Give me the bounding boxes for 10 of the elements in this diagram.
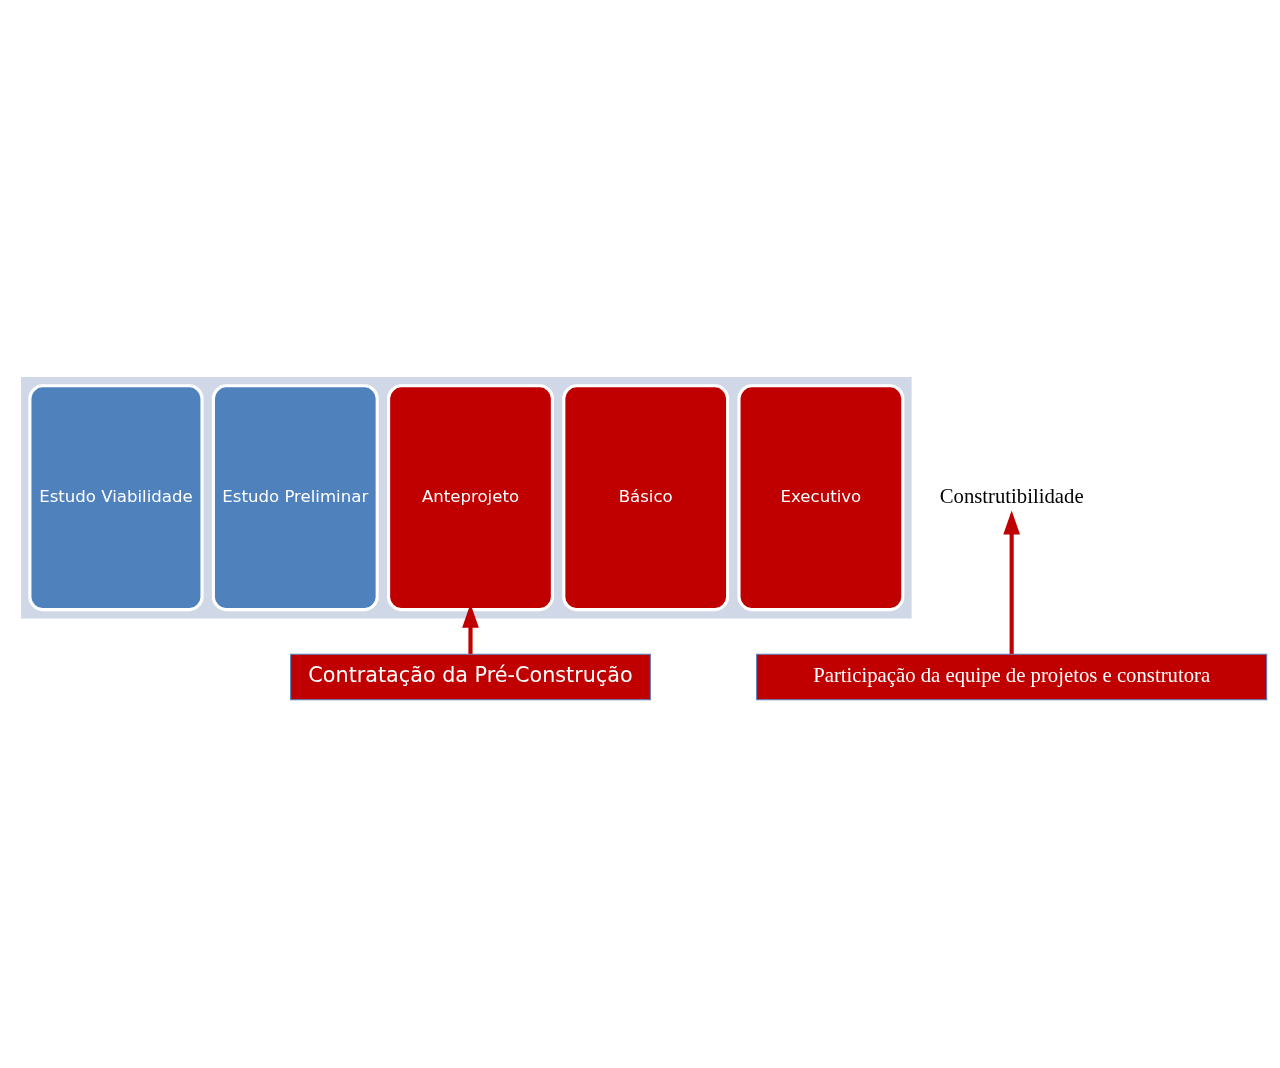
node-box: Participação da equipe de projetos e construtora: [756, 653, 1268, 700]
node-box: Anteprojeto: [387, 383, 554, 611]
arrow: [1003, 510, 1021, 654]
node-box: Estudo Viabilidade: [28, 383, 204, 611]
node-text: Construtibilidade: [939, 484, 1084, 507]
cluster: [21, 376, 912, 618]
node-box: Estudo Preliminar: [211, 383, 379, 611]
node-box: Executivo: [737, 383, 905, 611]
node-box: Básico: [562, 383, 730, 611]
node-box: Contratação da Pré-Construção: [290, 653, 651, 700]
